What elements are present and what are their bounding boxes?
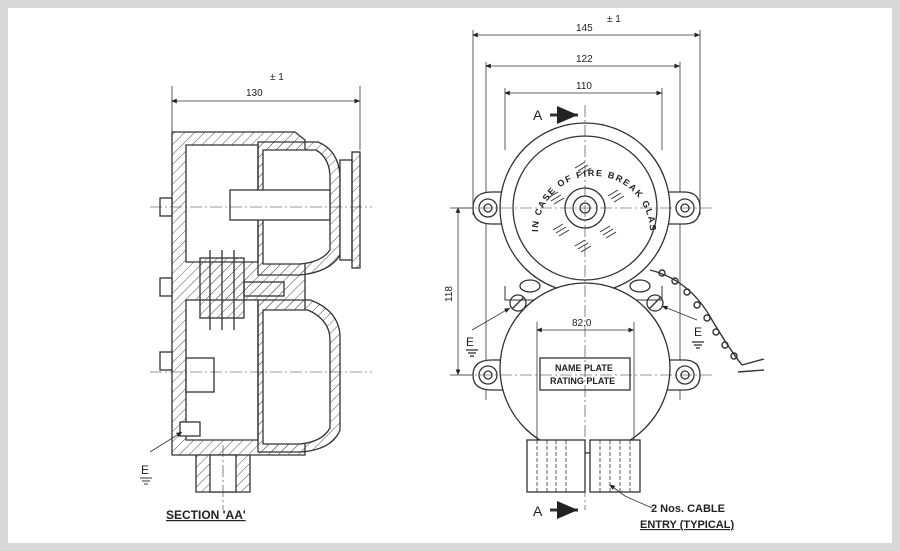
drawing-frame (8, 8, 892, 543)
dimension-82: 82.0 (572, 318, 592, 329)
cable-entry-note-2: ENTRY (TYPICAL) (640, 519, 734, 531)
name-plate-label: NAME PLATE (555, 363, 613, 373)
section-caption: SECTION 'AA' (166, 508, 246, 522)
left-tolerance: ± 1 (270, 72, 284, 83)
left-width-dimension: 130 (246, 88, 263, 99)
earth-label-right: E (694, 325, 702, 339)
dimension-118: 118 (444, 286, 455, 302)
earth-label-left: E (466, 335, 474, 349)
dimension-122: 122 (576, 54, 593, 65)
rating-plate-label: RATING PLATE (550, 376, 615, 386)
left-earth-label: E (141, 463, 149, 477)
section-aa-view (140, 86, 372, 510)
dimension-110: 110 (576, 81, 592, 92)
right-tolerance: ± 1 (607, 14, 621, 25)
dimension-145: 145 (576, 23, 593, 34)
cable-entry-note-1: 2 Nos. CABLE (651, 503, 725, 515)
section-mark-bottom: A (533, 503, 543, 519)
section-mark-top: A (533, 107, 543, 123)
front-view (450, 30, 765, 519)
